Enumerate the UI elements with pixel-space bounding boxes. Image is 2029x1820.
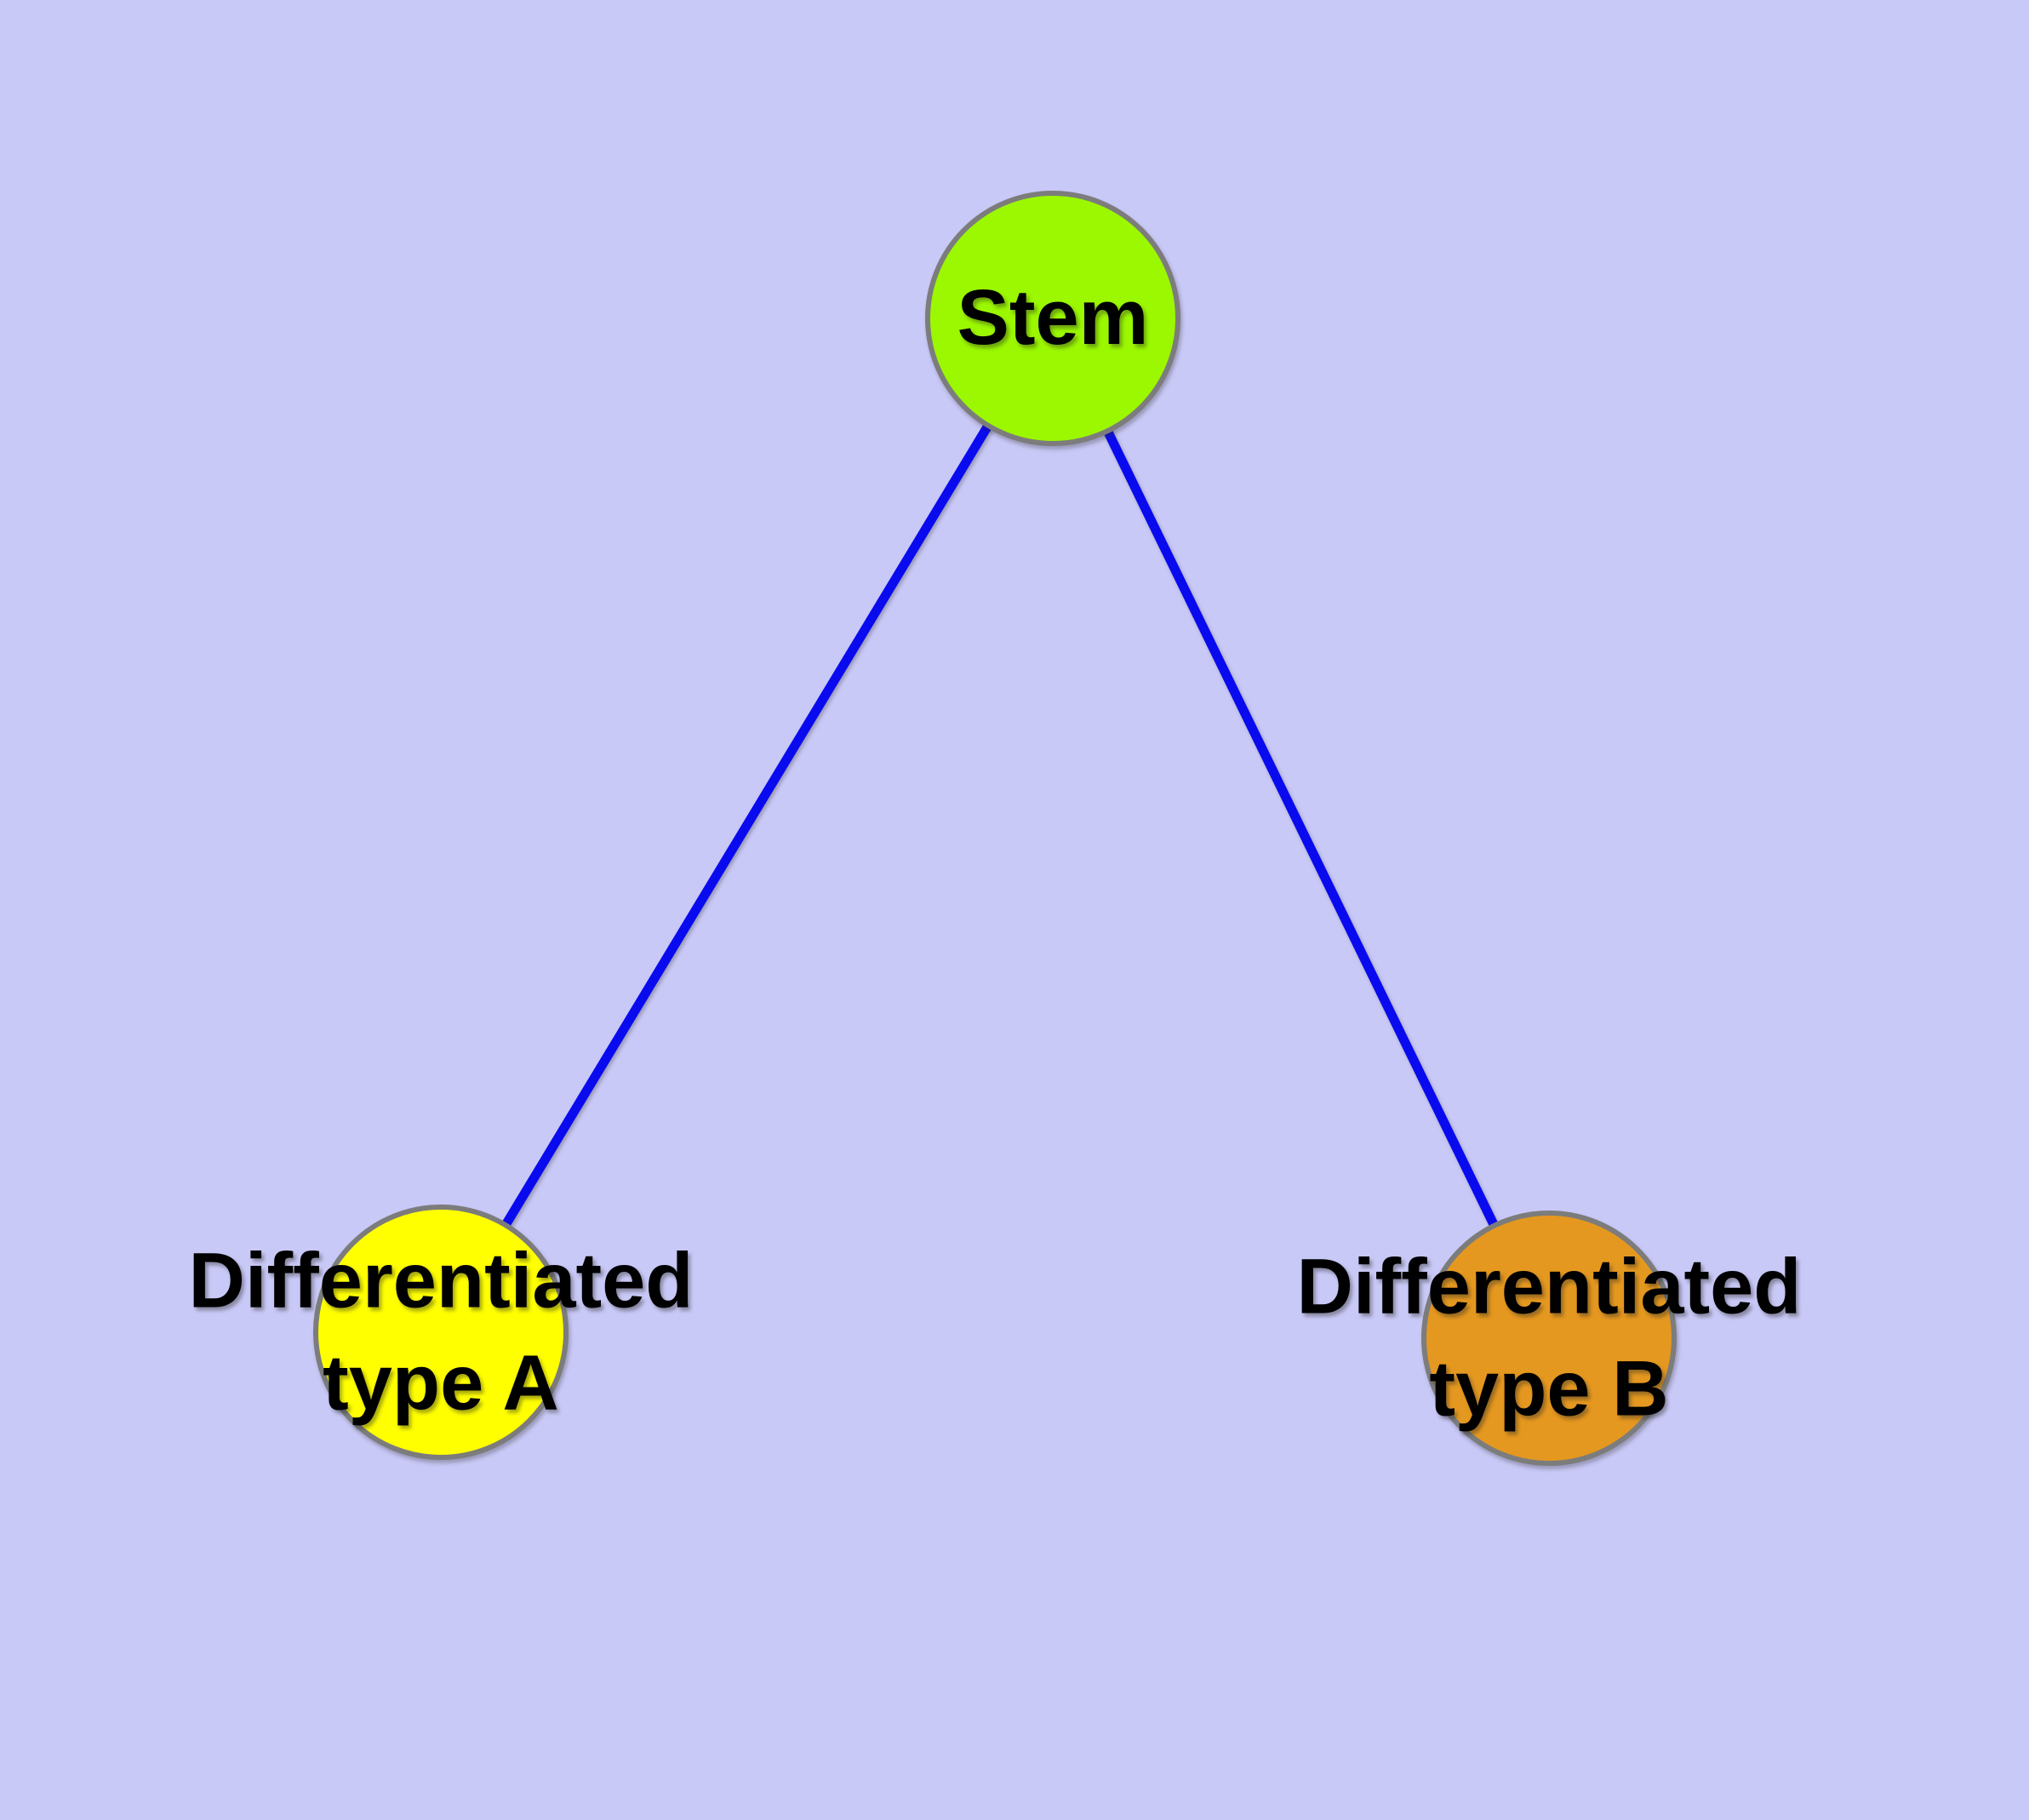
node-label-line: Stem [957,274,1149,362]
node-differentiated-type-b: Differentiated type B [1297,1210,1801,1466]
node-label-line: Differentiated [1296,1243,1802,1331]
node-label-line: Differentiated [188,1237,694,1325]
node-stem: Stem [925,191,1180,446]
node-label-line: type A [323,1339,559,1426]
node-differentiated-type-a: Differentiated type A [189,1205,693,1460]
node-stem-label: Stem [957,267,1149,369]
node-type-b-label: Differentiated type B [1297,1236,1802,1439]
edge-stem-to-type-a [437,316,1057,1335]
node-label-line: type B [1429,1345,1669,1432]
edge-stem-to-type-b [1049,316,1553,1341]
node-type-a-label: Differentiated type A [189,1230,694,1434]
